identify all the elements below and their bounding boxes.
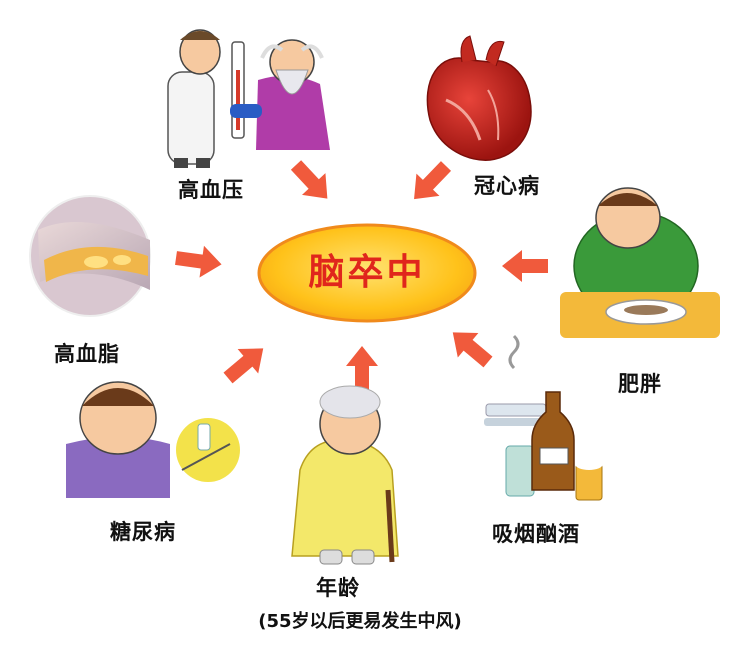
obesity-illustration bbox=[560, 187, 720, 338]
heart-illustration bbox=[426, 35, 532, 161]
factor-label-hypertension: 高血压 bbox=[178, 178, 244, 202]
factor-label-age: 年龄 bbox=[316, 576, 360, 600]
arrow-from-hypertension bbox=[284, 154, 340, 210]
factor-label-obesity: 肥胖 bbox=[618, 372, 662, 396]
center-oval bbox=[257, 223, 477, 323]
arrow-from-hyperlipidemia bbox=[173, 242, 224, 281]
hypertension-illustration bbox=[167, 29, 330, 168]
factor-label-diabetes: 糖尿病 bbox=[110, 520, 176, 544]
factor-label-hyperlipidemia: 高血脂 bbox=[54, 342, 120, 366]
diabetes-illustration bbox=[66, 381, 240, 498]
factor-note-age: (55岁以后更易发生中风) bbox=[258, 611, 462, 632]
vessel-illustration bbox=[29, 195, 151, 317]
arrow-from-coronary bbox=[402, 154, 458, 211]
smoking-drinking-illustration bbox=[484, 334, 603, 501]
center-label: 脑卒中 bbox=[308, 252, 426, 293]
arrow-from-obesity bbox=[502, 250, 548, 282]
age-illustration bbox=[291, 385, 399, 565]
arrow-from-smoking bbox=[442, 320, 499, 375]
arrow-from-age bbox=[346, 346, 378, 392]
arrow-from-diabetes bbox=[217, 336, 274, 391]
factor-label-coronary: 冠心病 bbox=[474, 174, 540, 198]
factor-label-smoking: 吸烟酗酒 bbox=[492, 522, 580, 546]
